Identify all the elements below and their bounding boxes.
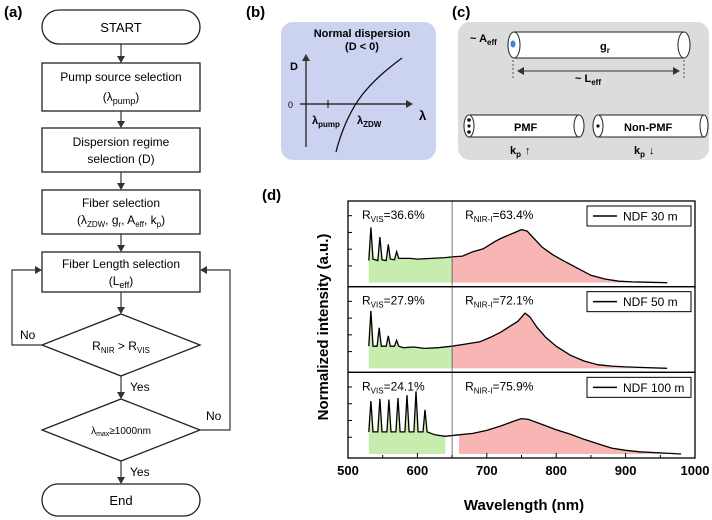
nir-region-3 — [459, 418, 682, 454]
yes-label-2: Yes — [130, 465, 150, 479]
dispersion-subtitle: (D < 0) — [345, 41, 379, 53]
end-terminal — [41, 483, 201, 517]
non-pmf-label: Non-PMF — [624, 122, 673, 134]
pmf-fiber — [463, 114, 585, 138]
x-tick-label: 800 — [545, 463, 567, 478]
yes-label-1: Yes — [130, 380, 150, 394]
legend-text-2: NDF 50 m — [623, 295, 678, 309]
nir-region-2 — [452, 313, 668, 369]
kp-down-label: kp↓ — [634, 145, 655, 159]
legend-text-3: NDF 100 m — [623, 381, 684, 395]
vis-region-1 — [368, 227, 453, 283]
fiber-cylinder — [507, 31, 691, 59]
dispersion-regime-line2: selection (D) — [87, 152, 154, 166]
y-axis-title: Normalized intensity (a.u.) — [315, 234, 332, 421]
x-tick-label: 500 — [337, 463, 359, 478]
dispersion-regime-line1: Dispersion regime — [73, 135, 170, 149]
d-axis-label: D — [290, 61, 298, 73]
r-nir-label-1: RNIR-I=63.4% — [465, 208, 534, 224]
spectra-chart: RVIS=36.6% RNIR-I=63.4% NDF 30 m RVIS=27.9%… — [337, 200, 710, 478]
vis-region-2 — [368, 310, 453, 369]
fiber-selection-params: (λZDW, gr, Aeff, kp) — [77, 213, 165, 229]
pmf-label: PMF — [514, 122, 538, 134]
decision1-text: RNIR > RVIS — [92, 339, 150, 355]
lambda-pump-label: λpump — [312, 115, 340, 129]
zero-label: 0 — [288, 100, 293, 110]
dispersion-curve — [335, 57, 403, 153]
vis-region-3 — [368, 391, 446, 454]
start-text: START — [100, 20, 141, 35]
x-tick-label: 1000 — [681, 463, 710, 478]
aeff-label: ~ Aeff — [470, 33, 497, 47]
end-text: End — [109, 493, 132, 508]
dispersion-panel: (b) Normal dispersion (D < 0) D 0 λ λpum… — [246, 4, 436, 160]
r-vis-label-1: RVIS=36.6% — [362, 208, 425, 224]
fiber-length-box — [41, 251, 201, 293]
flowchart: (a) START Pump source selection (λpump) … — [4, 4, 231, 517]
dispersion-regime-box — [41, 127, 201, 173]
gr-label: gr — [600, 41, 610, 55]
legend-box-2 — [586, 291, 692, 313]
r-nir-label-3: RNIR-I=75.9% — [465, 379, 534, 395]
panel-label-a: (a) — [4, 4, 22, 21]
legend-box-3 — [586, 376, 692, 398]
panel-label-c: (c) — [452, 4, 470, 21]
no-label-1: No — [20, 328, 36, 342]
panel-label-d: (d) — [262, 187, 281, 204]
x-axis-title: Wavelength (nm) — [464, 497, 584, 514]
r-vis-label-2: RVIS=27.9% — [362, 294, 425, 310]
lambda-axis-label: λ — [419, 108, 427, 123]
r-nir-label-2: RNIR-I=72.1% — [465, 294, 534, 310]
legend-box-1 — [586, 205, 692, 227]
spectrum-line-1 — [368, 227, 668, 284]
dispersion-background — [281, 22, 436, 160]
r-vis-label-3: RVIS=24.1% — [362, 379, 425, 395]
legend-text-1: NDF 30 m — [623, 210, 678, 224]
panel-label-b: (b) — [246, 4, 265, 21]
kp-up-label: kp↑ — [510, 145, 531, 159]
x-tick-label: 600 — [407, 463, 429, 478]
spectra-panel: (d) RVIS=36.6% RNIR-I=63.4% NDF 30 m RVIS=2… — [262, 187, 709, 514]
pump-source-label: Pump source selection — [60, 70, 181, 84]
fiber-selection-label: Fiber selection — [82, 196, 160, 210]
pump-source-param: (λpump) — [103, 90, 140, 106]
lambda-zdw-label: λZDW — [357, 115, 382, 129]
decision2-text: λmax≥1000nm — [91, 426, 151, 438]
x-tick-label: 700 — [476, 463, 498, 478]
spectrum-line-3 — [368, 391, 682, 455]
fiber-length-param: (Leff) — [109, 274, 134, 290]
x-tick-label: 900 — [615, 463, 637, 478]
leff-label: ~ Leff — [575, 73, 601, 87]
spectrum-line-2 — [368, 310, 668, 369]
fiber-selection-box — [41, 189, 201, 235]
fiber-panel: (c) ~ Aeff gr ~ Leff PMF — [452, 4, 709, 160]
fiber-length-label: Fiber Length selection — [62, 257, 180, 271]
no-label-2: No — [206, 409, 222, 423]
non-pmf-fiber — [592, 114, 709, 138]
dispersion-title: Normal dispersion — [314, 28, 411, 40]
nir-region-1 — [452, 229, 668, 283]
pump-source-box — [41, 62, 201, 112]
